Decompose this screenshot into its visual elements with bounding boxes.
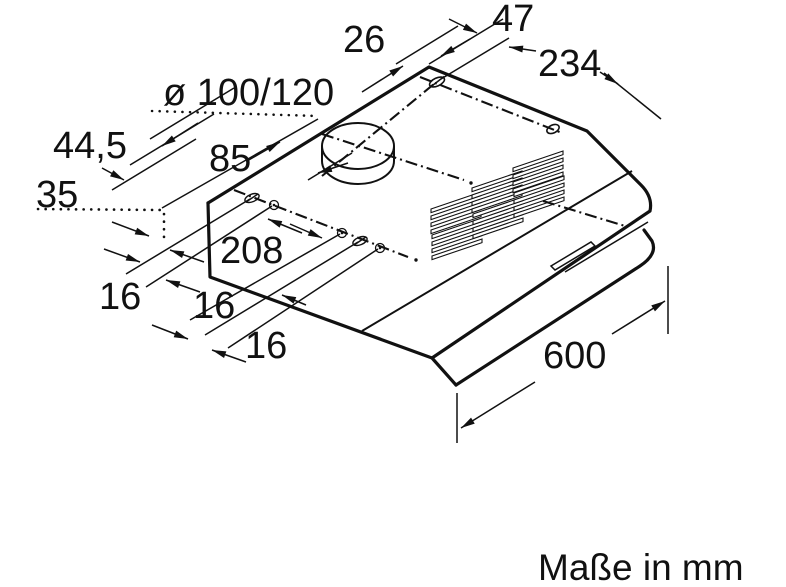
dim-label-47: 47 bbox=[492, 0, 534, 40]
dim-label-208: 208 bbox=[220, 230, 283, 272]
dim-label-600: 600 bbox=[543, 335, 606, 377]
ridge-line bbox=[361, 170, 633, 332]
dimension-labels: 26 47 234 ø 100/120 44,5 85 35 208 16 16… bbox=[36, 0, 606, 377]
dim-label-85: 85 bbox=[209, 138, 251, 180]
centerlines bbox=[233, 76, 626, 262]
dim-label-16-c: 16 bbox=[245, 325, 287, 367]
dim-label-26: 26 bbox=[343, 19, 385, 61]
dim-label-35: 35 bbox=[36, 174, 78, 216]
d600-arrow-left bbox=[460, 381, 536, 429]
d600-arrow-right bbox=[611, 300, 666, 335]
dim-label-16-b: 16 bbox=[193, 285, 235, 327]
visor-handle bbox=[549, 241, 597, 271]
diameter-leader bbox=[150, 109, 320, 118]
dim-label-44-5: 44,5 bbox=[53, 125, 127, 167]
leader-lines bbox=[36, 109, 320, 246]
hood-outline bbox=[206, 65, 656, 387]
dim-label-diameter: ø 100/120 bbox=[163, 72, 334, 114]
duct-collar bbox=[321, 122, 395, 185]
dim-label-16-a: 16 bbox=[99, 276, 141, 318]
units-caption: Maße in mm bbox=[538, 547, 744, 587]
dimension-arrows bbox=[101, 18, 666, 429]
vent-grille bbox=[430, 150, 565, 261]
dim-label-234: 234 bbox=[538, 43, 601, 85]
lid-inner-edge bbox=[564, 221, 649, 273]
